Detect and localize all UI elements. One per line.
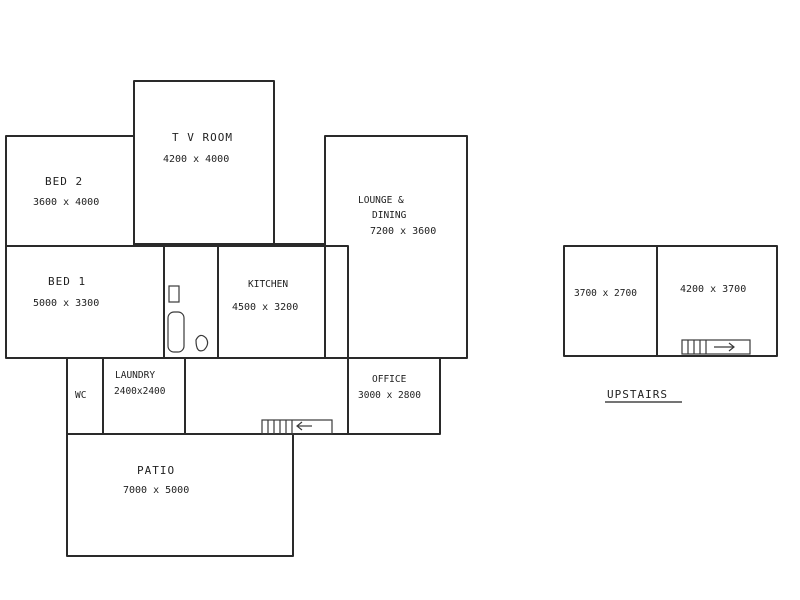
office-label: OFFICE <box>372 374 407 385</box>
upstairs-right-size: 4200 x 3700 <box>680 284 746 295</box>
laundry-size: 2400x2400 <box>114 386 166 397</box>
basin-fixture <box>168 285 180 303</box>
laundry-label: LAUNDRY <box>115 370 155 381</box>
upstairs-left-outline <box>563 245 658 357</box>
office-size: 3000 x 2800 <box>358 390 421 401</box>
upstairs-right-outline <box>656 245 778 357</box>
stairs-ground <box>261 419 333 435</box>
bath-fixture <box>167 311 185 353</box>
ground-floor <box>5 80 468 557</box>
upstairs-floor <box>563 245 778 357</box>
stairs-upstairs <box>681 339 751 355</box>
bed2-outline <box>5 135 135 247</box>
lounge-label-line2: DINING <box>372 210 407 221</box>
kitchen-label: KITCHEN <box>248 279 288 290</box>
bed1-label: BED 1 <box>48 275 86 288</box>
toilet-fixture <box>195 334 209 352</box>
kitchen-size: 4500 x 3200 <box>232 302 298 313</box>
bed2-size: 3600 x 4000 <box>33 197 99 208</box>
upstairs-left-size: 3700 x 2700 <box>574 288 637 299</box>
patio-outline <box>66 433 294 557</box>
upstairs-label: UPSTAIRS <box>607 388 668 401</box>
tv-room-label: T V ROOM <box>172 131 233 144</box>
wc-label: WC <box>75 390 86 401</box>
bed2-label: BED 2 <box>45 175 83 188</box>
lounge-size: 7200 x 3600 <box>370 226 436 237</box>
tv-room-size: 4200 x 4000 <box>163 154 229 165</box>
office-outline <box>347 357 441 435</box>
patio-label: PATIO <box>137 464 175 477</box>
patio-size: 7000 x 5000 <box>123 485 189 496</box>
hall-outline <box>184 357 349 435</box>
lounge-label-line1: LOUNGE & <box>358 195 404 206</box>
bed1-size: 5000 x 3300 <box>33 298 99 309</box>
